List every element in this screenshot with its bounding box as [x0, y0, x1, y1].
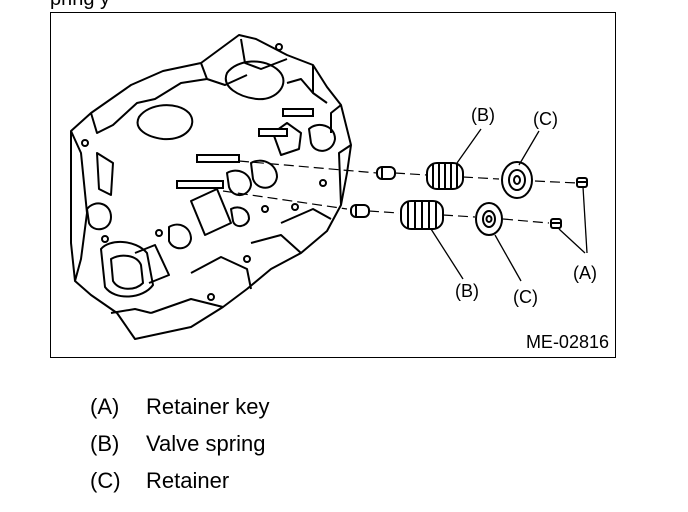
callout-b-upper: (B)	[471, 105, 495, 125]
legend-text: Retainer	[146, 467, 230, 493]
upper-oil-seal	[376, 166, 396, 180]
valve-assembly-drawing: (B) (C) (B) (C) (A)	[70, 34, 597, 340]
legend-key: (C)	[90, 467, 121, 493]
assembly-axis-lines	[222, 160, 578, 224]
exploded-view-figure: (B) (C) (B) (C) (A) ME-02816	[50, 12, 616, 358]
upper-retainer-key	[576, 177, 588, 188]
callout-c-upper: (C)	[533, 109, 558, 129]
legend-key: (A)	[90, 393, 120, 419]
leader-lines	[430, 128, 588, 282]
parts-legend: (A) Retainer key (B) Valve spring (C) Re…	[90, 388, 270, 499]
lower-valve-spring	[400, 200, 444, 230]
callout-a: (A)	[573, 263, 597, 283]
section-heading-partial: pring y	[50, 0, 110, 11]
lower-retainer	[475, 202, 503, 236]
upper-valve-spring	[426, 162, 464, 190]
legend-item-a: (A) Retainer key	[90, 388, 270, 425]
legend-text: Retainer key	[146, 393, 270, 419]
figure-code: ME-02816	[525, 332, 609, 352]
legend-key: (B)	[90, 430, 120, 456]
callout-b-lower: (B)	[455, 281, 479, 301]
lower-oil-seal	[350, 204, 370, 218]
legend-item-b: (B) Valve spring	[90, 425, 270, 462]
callout-c-lower: (C)	[513, 287, 538, 307]
legend-item-c: (C) Retainer	[90, 462, 270, 499]
valve-stems	[176, 108, 314, 189]
lower-retainer-key	[550, 218, 562, 229]
legend-text: Valve spring	[146, 430, 266, 456]
upper-retainer	[501, 161, 533, 199]
